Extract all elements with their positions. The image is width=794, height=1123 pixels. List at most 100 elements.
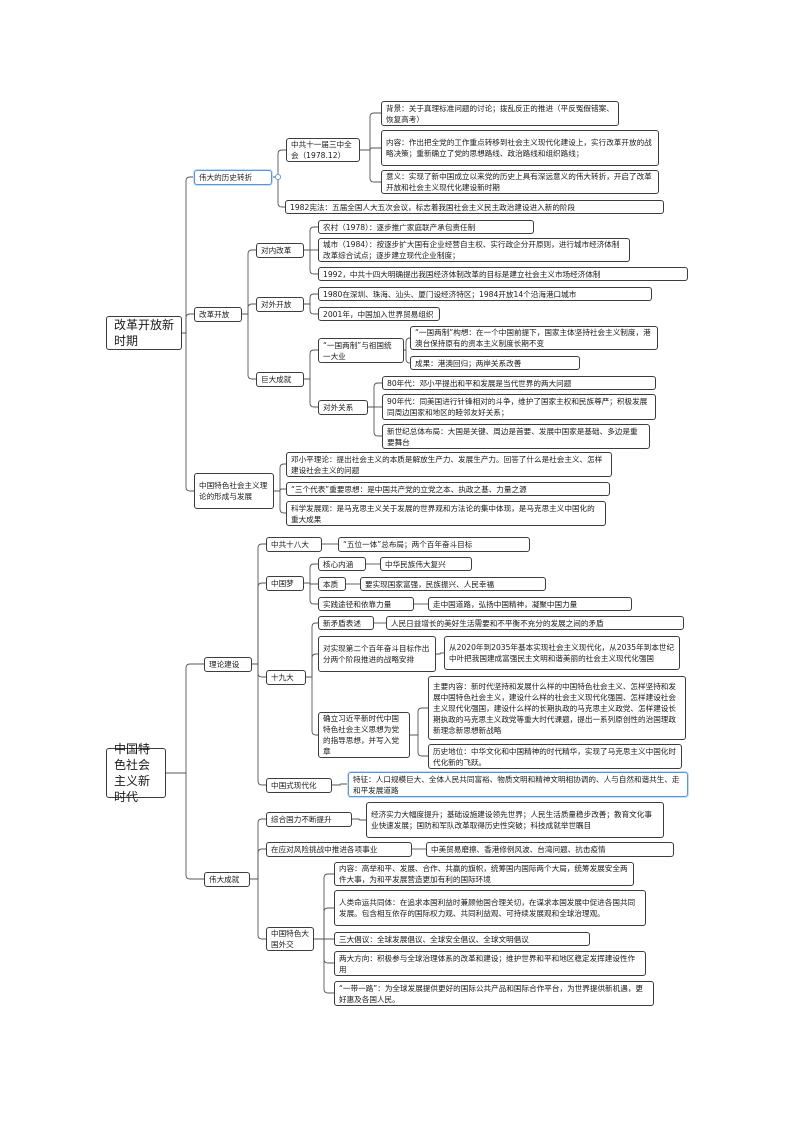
node-internal-reform[interactable]: 对内改革 xyxy=(256,243,304,258)
connector-9-2 xyxy=(274,490,286,514)
node-wto-2001[interactable]: 2001年，中国加入世界贸易组织 xyxy=(318,307,440,321)
connector-3-2 xyxy=(242,313,256,380)
node-foreign-relations[interactable]: 对外关系 xyxy=(318,400,368,415)
connector-7-0 xyxy=(404,337,411,351)
node-xi-thought[interactable]: 确立习近平新时代中国特色社会主义思想为党的指导思想，并写入党章 xyxy=(318,712,410,758)
node-chinese-modernization[interactable]: 中国式现代化 xyxy=(266,778,332,793)
node-core-connotation[interactable]: 核心内涵 xyxy=(318,557,366,571)
branch-great-achievements[interactable]: 伟大成就 xyxy=(204,872,250,887)
node-great-achievements[interactable]: 巨大成就 xyxy=(256,372,304,387)
node-2035-2050-goals[interactable]: 从2020年到2035年基本实现社会主义现代化，从2035年到本世纪中叶把我国建… xyxy=(444,636,680,670)
connector-8-0 xyxy=(368,382,382,408)
connector-6-0 xyxy=(304,349,318,380)
node-xi-thought-content[interactable]: 主要内容：新时代坚持和发展什么样的中国特色社会主义、怎样坚持和发展中国特色社会主… xyxy=(428,676,686,740)
connector-17-2 xyxy=(306,676,318,736)
connector-3-0 xyxy=(242,249,256,315)
connector-0-2 xyxy=(182,332,194,492)
connector-22-2 xyxy=(250,878,266,940)
connector-23-0 xyxy=(352,818,366,821)
connector-7-1 xyxy=(404,349,411,364)
connector-25-1 xyxy=(314,907,334,940)
connector-22-0 xyxy=(250,818,266,880)
node-belt-and-road[interactable]: “一带一路”：为全球发展提供更好的国际公共产品和国际合作平台，为世界提供新机遇，… xyxy=(334,981,654,1006)
node-deng-theory[interactable]: 邓小平理论：提出社会主义的本质是解放生产力、发展生产力。回答了什么是社会主义、怎… xyxy=(286,452,612,477)
node-five-in-one[interactable]: “五位一体”总布局；两个百年奋斗目标 xyxy=(338,537,530,552)
node-major-country-diplomacy[interactable]: 中国特色大国外交 xyxy=(266,927,314,951)
node-new-century-layout[interactable]: 新世纪总体布局：大国是关键、周边是首要、发展中国家是基础、多边是重要舞台 xyxy=(382,424,650,449)
node-two-stage-plan[interactable]: 对实现第二个百年奋斗目标作出分两个阶段推进的战略安排 xyxy=(318,636,436,672)
node-plenum-background[interactable]: 背景：关于真理标准问题的讨论；拨乱反正的推进（平反冤假错案、恢复高考） xyxy=(381,101,619,126)
node-three-initiatives[interactable]: 三大倡议：全球发展倡议、全球安全倡议、全球文明倡议 xyxy=(334,932,590,946)
node-risk-challenges[interactable]: 在应对风险挑战中推进各项事业 xyxy=(266,842,412,857)
node-third-plenum[interactable]: 中共十一届三中全会（1978.12） xyxy=(286,138,360,162)
node-strength-details[interactable]: 经济实力大幅度提升；基础设施建设领先世界；人民生活质量稳步改善；教育文化事业快速… xyxy=(366,802,664,838)
node-essence[interactable]: 本质 xyxy=(318,577,346,591)
collapse-toggle-icon[interactable] xyxy=(274,173,282,181)
node-diplomacy-content[interactable]: 内容：高举和平、发展、合作、共赢的旗帜，统筹国内国际两个大局，统筹发展安全两件大… xyxy=(334,862,634,886)
connector-10-0 xyxy=(166,663,204,774)
connector-2-0 xyxy=(360,112,381,151)
node-prosperity-goals[interactable]: 要实现国家富强，民族振兴、人民幸福 xyxy=(360,577,546,591)
node-otts-concept[interactable]: “一国两制”构想：在一个中国前提下，国家主体坚持社会主义制度，港澳台保持原有的资… xyxy=(410,326,658,350)
node-three-represents[interactable]: “三个代表”重要思想：是中国共产党的立党之本、执政之基、力量之源 xyxy=(286,482,610,496)
branch-historic-turn[interactable]: 伟大的历史转折 xyxy=(194,170,272,185)
connector-25-0 xyxy=(314,873,334,940)
branch-theory-development[interactable]: 中国特色社会主义理论的形成与发展 xyxy=(194,473,274,509)
node-1990s-relations[interactable]: 90年代：同美国进行针锋相对的斗争，维护了国家主权和民族尊严；积极发展同周边国家… xyxy=(382,394,656,420)
connector-19-0 xyxy=(436,652,444,655)
connector-11-2 xyxy=(252,663,266,678)
connector-1-1 xyxy=(272,176,285,208)
node-plenum-significance[interactable]: 意义：实现了新中国成立以来党的历史上具有深远意义的伟大转折，开启了改革开放和社会… xyxy=(381,170,659,194)
branch-reform-opening[interactable]: 改革开放 xyxy=(194,307,242,322)
connector-5-1 xyxy=(304,303,318,315)
connector-17-0 xyxy=(306,622,318,678)
node-special-zones[interactable]: 1980在深圳、珠海、汕头、厦门设经济特区；1984开放14个沿海港口城市 xyxy=(318,287,652,301)
root-new-era[interactable]: 中国特色社会主义新时代 xyxy=(106,742,166,804)
node-new-contradiction[interactable]: 新矛盾表述 xyxy=(318,616,374,630)
node-18th-congress[interactable]: 中共十八大 xyxy=(266,537,322,552)
node-rural-reform[interactable]: 农村（1978）：逐步推广家庭联产承包责任制 xyxy=(318,220,534,234)
node-scientific-outlook[interactable]: 科学发展观：是马克思主义关于发展的世界观和方法论的集中体现，是马克思主义中国化的… xyxy=(286,501,606,526)
connector-25-4 xyxy=(314,938,334,994)
node-practice-path[interactable]: 实践途径和依靠力量 xyxy=(318,597,414,611)
node-contradiction-text[interactable]: 人民日益增长的美好生活需要和不平衡不充分的发展之间的矛盾 xyxy=(386,616,684,630)
node-plenum-content[interactable]: 内容：作出把全党的工作重点转移到社会主义现代化建设上，实行改革开放的战略决策；重… xyxy=(381,130,659,166)
connector-2-2 xyxy=(360,149,381,183)
node-19th-congress[interactable]: 十九大 xyxy=(266,670,306,685)
node-xi-thought-status[interactable]: 历史地位：中华文化和中国精神的时代精华，实现了马克思主义中国化时代化新的飞跃。 xyxy=(428,744,682,769)
connector-13-0 xyxy=(304,563,318,584)
node-risk-details[interactable]: 中美贸易磨擦、香港修例风波、台湾问题、抗击疫情 xyxy=(426,842,674,857)
node-1992-market-economy[interactable]: 1992，中共十四大明确提出我国经济体制改革的目标是建立社会主义市场经济体制 xyxy=(318,267,688,281)
connector-9-0 xyxy=(274,463,286,492)
node-1980s-relations[interactable]: 80年代：邓小平提出和平和发展是当代世界的两大问题 xyxy=(382,376,656,390)
node-chinese-dream[interactable]: 中国梦 xyxy=(266,576,304,591)
node-1982-constitution[interactable]: 1982宪法：五届全国人大五次会议，标志着我国社会主义民主政治建设进入新的阶段 xyxy=(285,200,664,214)
connector-4-0 xyxy=(304,226,318,251)
branch-theory-building[interactable]: 理论建设 xyxy=(204,657,252,672)
connector-11-3 xyxy=(252,663,266,786)
connector-1-0 xyxy=(272,149,286,178)
connector-0-0 xyxy=(182,176,194,334)
node-one-country-two-systems[interactable]: “一国两制”与祖国统一大业 xyxy=(318,338,404,363)
node-otts-results[interactable]: 成果：港澳回归；两岸关系改善 xyxy=(410,356,580,370)
node-opening-up[interactable]: 对外开放 xyxy=(256,297,304,312)
connector-20-1 xyxy=(410,734,428,757)
connector-4-2 xyxy=(304,249,318,275)
node-two-directions[interactable]: 两大方向：积极参与全球治理体系的改革和建设；维护世界和平和地区稳定发挥建设性作用 xyxy=(334,951,646,976)
root-reform-era[interactable]: 改革开放新时期 xyxy=(106,316,182,350)
connector-8-2 xyxy=(368,406,382,437)
connector-0-1 xyxy=(182,313,194,334)
connector-6-1 xyxy=(304,378,318,408)
connector-17-1 xyxy=(306,653,318,678)
node-national-strength[interactable]: 综合国力不断提升 xyxy=(266,812,352,827)
node-modernization-features[interactable]: 特征：人口规模巨大、全体人民共同富裕、物质文明和精神文明相协调的、人与自然和谐共… xyxy=(348,772,688,797)
node-china-path[interactable]: 走中国道路，弘扬中国精神，凝聚中国力量 xyxy=(428,597,632,611)
connector-13-2 xyxy=(304,582,318,605)
connector-22-1 xyxy=(250,848,266,880)
node-urban-reform[interactable]: 城市（1984）：按逐步扩大国有企业经营自主权、实行政企分开原则，进行城市经济体… xyxy=(318,238,630,262)
node-rejuvenation[interactable]: 中华民族伟大复兴 xyxy=(380,557,472,571)
node-shared-future[interactable]: 人类命运共同体：在追求本国利益时兼顾他国合理关切，在谋求本国发展中促进各国共同发… xyxy=(334,890,646,926)
connector-10-1 xyxy=(166,772,204,880)
